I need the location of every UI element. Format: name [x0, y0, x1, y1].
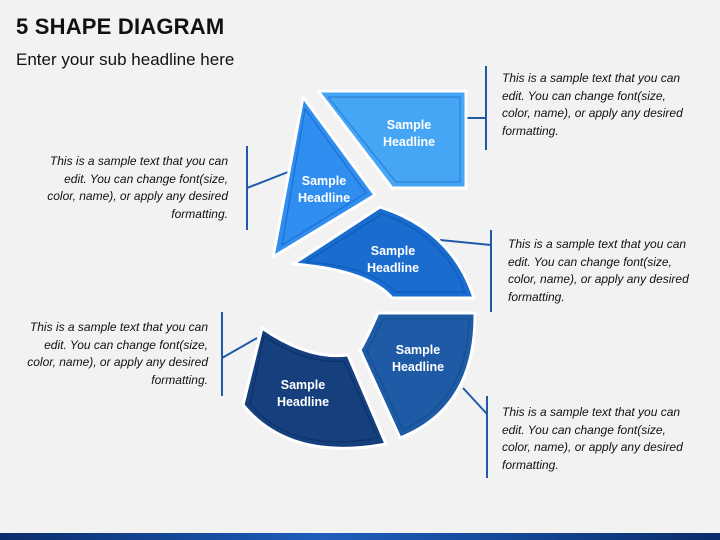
connector-4 [221, 337, 258, 359]
shape-5[interactable]: Sample Headline [241, 326, 388, 450]
shape-2-body [271, 95, 377, 259]
description-4: This is a sample text that you can edit.… [27, 320, 208, 387]
connectors [221, 66, 492, 478]
shape-5-label-line1: Sample [281, 378, 326, 392]
page-title: 5 SHAPE DIAGRAM [16, 14, 225, 39]
page-subtitle: Enter your sub headline here [16, 50, 235, 69]
shape-4-body [358, 311, 477, 440]
shape-1[interactable]: Sample Headline [316, 89, 468, 190]
description-5: This is a sample text that you can edit.… [502, 405, 683, 472]
shape-4[interactable]: Sample Headline [358, 311, 477, 440]
bottom-accent-bar [0, 533, 720, 540]
shape-5-inner-outline [249, 335, 379, 443]
connector-3 [439, 239, 492, 246]
shape-2[interactable]: Sample Headline [271, 95, 377, 259]
shape-3-label-line1: Sample [371, 244, 416, 258]
connector-2 [246, 171, 289, 189]
shape-2-label-line1: Sample [302, 174, 347, 188]
shape-2-inner-outline [281, 107, 367, 247]
description-1: This is a sample text that you can edit.… [502, 71, 683, 138]
shape-4-label-line1: Sample [396, 343, 441, 357]
shape-1-inner-outline [326, 96, 461, 183]
shape-2-label-line2: Headline [298, 191, 350, 205]
shape-3[interactable]: Sample Headline [291, 205, 476, 300]
connector-5 [462, 387, 488, 415]
shape-5-label-line2: Headline [277, 395, 329, 409]
shape-5-body [241, 326, 388, 450]
description-2: This is a sample text that you can edit.… [47, 154, 228, 221]
shape-3-inner-outline [304, 213, 466, 293]
shape-3-body [291, 205, 476, 300]
shape-4-inner-outline [366, 318, 470, 431]
shape-4-label-line2: Headline [392, 360, 444, 374]
shape-1-label-line1: Sample [387, 118, 432, 132]
shape-1-label-line2: Headline [383, 135, 435, 149]
description-3: This is a sample text that you can edit.… [508, 237, 689, 304]
shape-1-body [316, 89, 468, 190]
shape-3-label-line2: Headline [367, 261, 419, 275]
